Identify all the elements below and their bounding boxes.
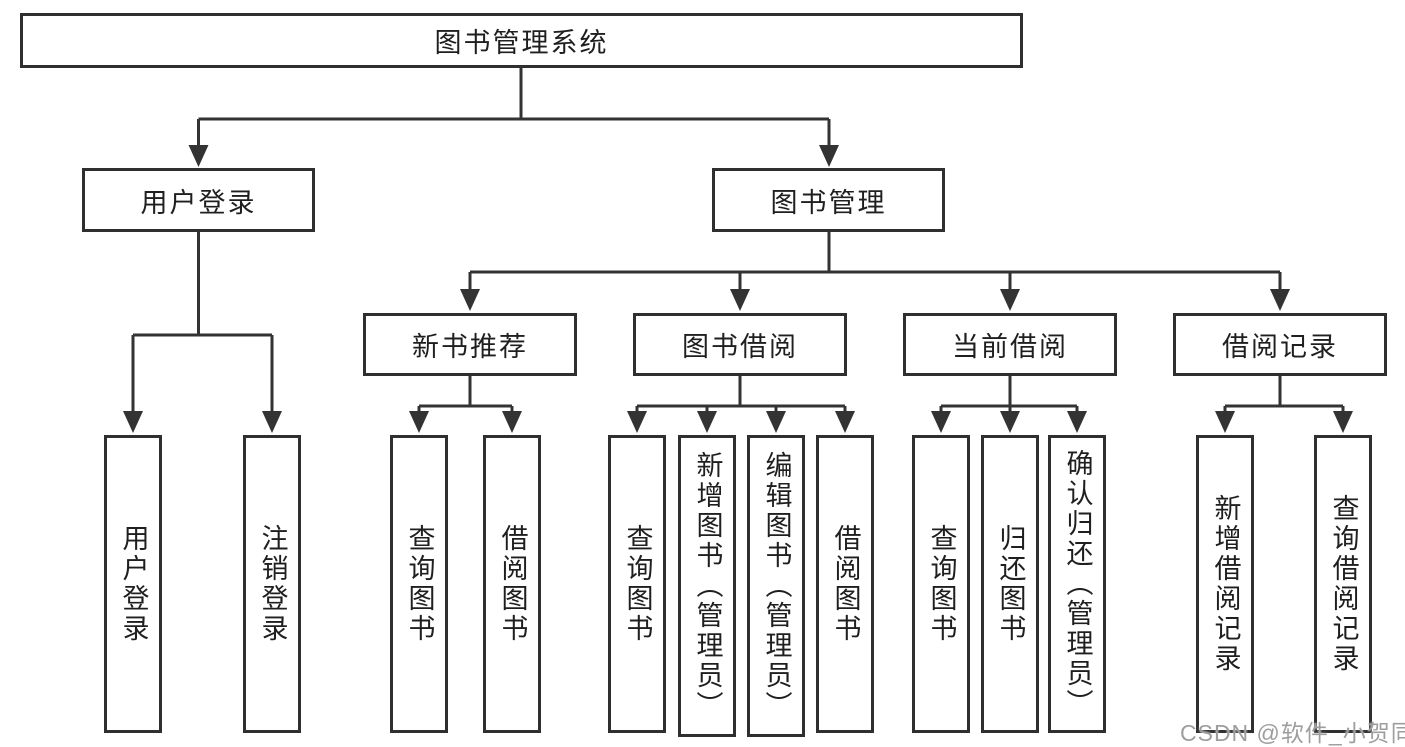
node-leaf-user-login-label: 用户登录: [118, 524, 149, 644]
node-leaf-query-borrow-record: 查询借阅记录: [1314, 435, 1372, 733]
node-leaf-borrow-book-recommend: 借阅图书: [483, 435, 541, 733]
node-leaf-borrow-book: 借阅图书: [816, 435, 874, 733]
node-leaf-borrow-book-label: 借阅图书: [830, 524, 861, 644]
node-current-borrow: 当前借阅: [903, 313, 1117, 376]
node-leaf-query-borrow-record-label: 查询借阅记录: [1328, 494, 1359, 674]
node-borrow-records: 借阅记录: [1173, 313, 1387, 376]
node-leaf-query-book-current: 查询图书: [912, 435, 970, 733]
node-leaf-user-login: 用户登录: [104, 435, 162, 733]
node-leaf-add-book-admin-label: 新增图书（管理员）: [692, 451, 723, 721]
node-book-borrow: 图书借阅: [633, 313, 847, 376]
node-new-book-recommend: 新书推荐: [363, 313, 577, 376]
node-leaf-confirm-return-admin-label: 确认归还（管理员）: [1062, 449, 1093, 719]
node-leaf-add-borrow-record: 新增借阅记录: [1196, 435, 1254, 733]
csdn-watermark: CSDN @软件_小贺同学: [1180, 720, 1405, 746]
node-root: 图书管理系统: [20, 13, 1023, 68]
node-leaf-logout: 注销登录: [243, 435, 301, 733]
node-leaf-add-book-admin: 新增图书（管理员）: [678, 435, 736, 737]
node-leaf-return-book-label: 归还图书: [995, 524, 1026, 644]
node-leaf-edit-book-admin: 编辑图书（管理员）: [747, 435, 805, 737]
node-leaf-return-book: 归还图书: [981, 435, 1039, 733]
node-leaf-add-borrow-record-label: 新增借阅记录: [1210, 494, 1241, 674]
node-leaf-confirm-return-admin: 确认归还（管理员）: [1048, 435, 1106, 733]
node-leaf-borrow-book-recommend-label: 借阅图书: [497, 524, 528, 644]
node-leaf-logout-label: 注销登录: [257, 524, 288, 644]
node-leaf-edit-book-admin-label: 编辑图书（管理员）: [761, 451, 792, 721]
node-leaf-query-book-borrow: 查询图书: [608, 435, 666, 733]
node-leaf-query-book-borrow-label: 查询图书: [622, 524, 653, 644]
node-leaf-query-book-recommend: 查询图书: [390, 435, 448, 733]
node-book-management: 图书管理: [712, 168, 945, 232]
node-leaf-query-book-recommend-label: 查询图书: [404, 524, 435, 644]
node-user-login: 用户登录: [82, 168, 315, 232]
node-leaf-query-book-current-label: 查询图书: [926, 524, 957, 644]
